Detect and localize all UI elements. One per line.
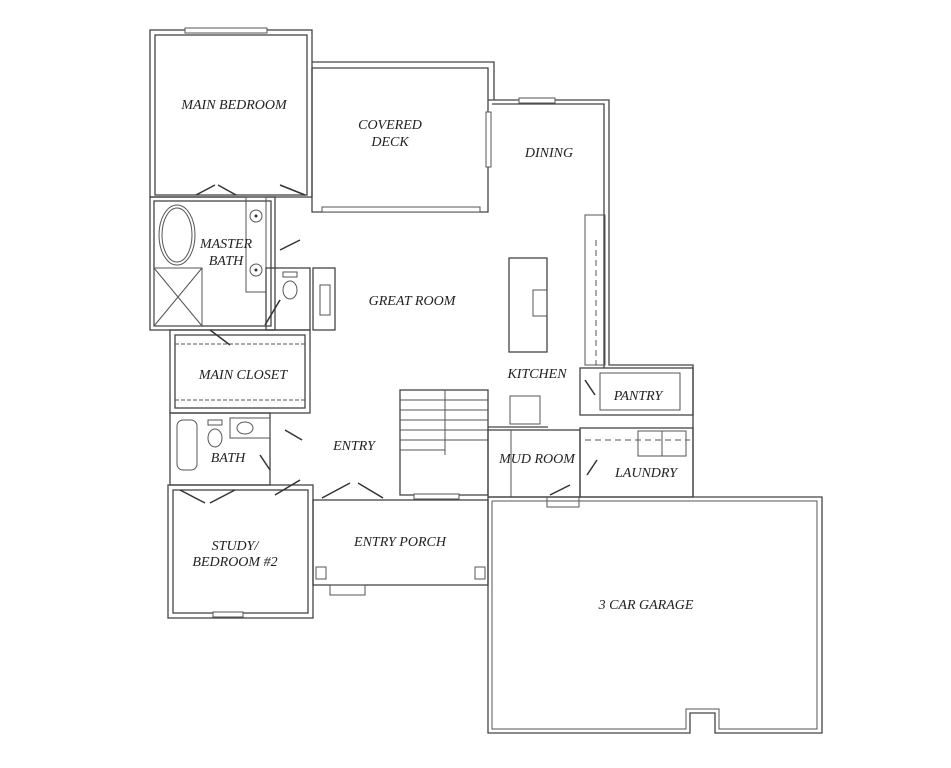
label-main-closet: MAIN CLOSET bbox=[198, 368, 289, 383]
label-kitchen: KITCHEN bbox=[506, 367, 567, 382]
label-covered-deck: COVERED bbox=[358, 118, 422, 133]
label-study: STUDY/ bbox=[212, 539, 260, 554]
label-pantry: PANTRY bbox=[613, 389, 665, 404]
label-entry: ENTRY bbox=[332, 439, 377, 454]
label-master-bath: MASTER bbox=[199, 237, 253, 252]
label-garage: 3 CAR GARAGE bbox=[598, 598, 694, 613]
label-study-2: BEDROOM #2 bbox=[192, 555, 277, 570]
label-main-bedroom: MAIN BEDROOM bbox=[180, 98, 288, 113]
walls bbox=[149, 27, 823, 734]
label-bath: BATH bbox=[211, 451, 246, 466]
kitchen-island bbox=[508, 257, 548, 353]
label-entry-porch: ENTRY PORCH bbox=[353, 535, 447, 550]
label-covered-deck-2: DECK bbox=[370, 135, 409, 150]
label-master-bath-2: BATH bbox=[209, 254, 244, 269]
label-laundry: LAUNDRY bbox=[614, 466, 679, 481]
label-mud-room: MUD ROOM bbox=[498, 452, 576, 467]
label-great-room: GREAT ROOM bbox=[369, 294, 457, 309]
label-dining: DINING bbox=[524, 146, 573, 161]
doors bbox=[179, 184, 598, 504]
room-labels: MAIN BEDROOM COVERED DECK DINING MASTER … bbox=[180, 98, 694, 613]
